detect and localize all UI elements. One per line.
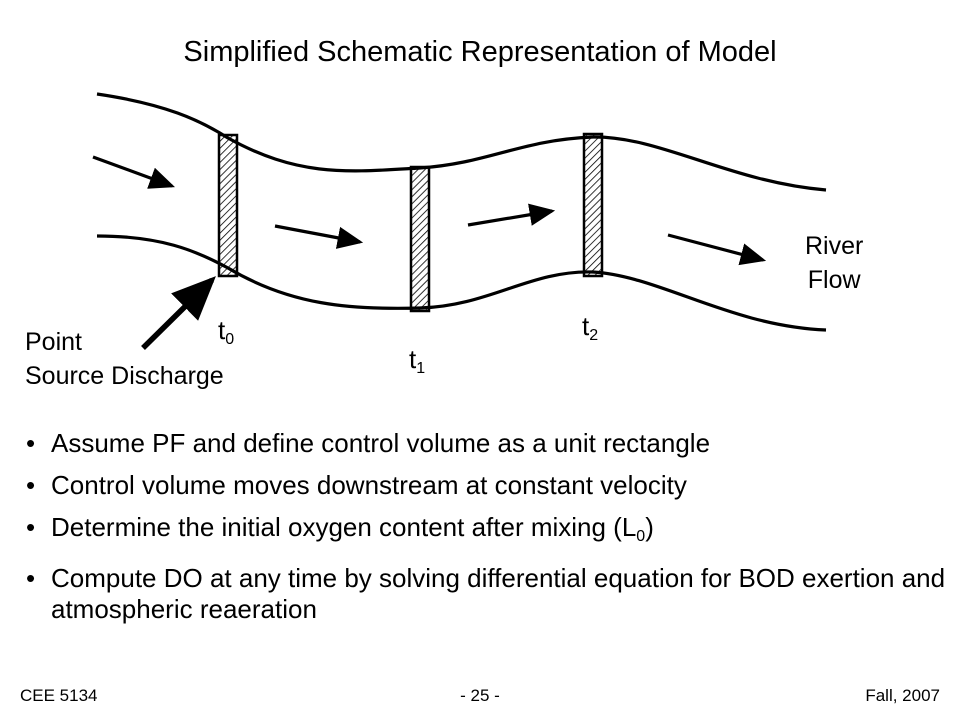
footer-course: CEE 5134 [20, 686, 98, 705]
bullet-item: Control volume moves downstream at const… [26, 470, 946, 501]
time-marker-t0-sub: 0 [225, 331, 235, 348]
river-flow-label: River Flow [805, 229, 863, 297]
footer-page-number: - 25 - [460, 686, 500, 705]
river-flow-label-line2: Flow [807, 266, 861, 294]
point-source-label-line1: Point [25, 328, 82, 356]
time-marker-t0-base: t [218, 315, 226, 345]
time-marker-t2-base: t [582, 311, 590, 341]
bullet-text: Assume PF and define control volume as a… [51, 428, 711, 458]
slide-title: Simplified Schematic Representation of M… [183, 36, 777, 68]
river-flow-label-line1: River [805, 232, 864, 260]
bullet-text: Compute DO at any time by solving differ… [51, 563, 946, 624]
river-schematic [92, 92, 827, 350]
flow-arrow-segment-2 [467, 203, 556, 227]
bullet-item: Compute DO at any time by solving differ… [26, 563, 946, 625]
flow-arrow-segment-1 [274, 224, 364, 249]
time-marker-t2: t2 [582, 311, 598, 345]
time-marker-t1-base: t [409, 344, 417, 374]
time-marker-t1: t1 [409, 344, 425, 378]
control-volume-t1 [409, 165, 431, 313]
bullet-item: Determine the initial oxygen content aft… [26, 512, 946, 552]
time-marker-t2-sub: 2 [589, 327, 599, 344]
bullet-subscript: 0 [636, 528, 646, 545]
discharge-arrow [141, 276, 216, 350]
bullet-text-end: ) [645, 512, 654, 542]
time-marker-t0: t0 [218, 315, 234, 349]
bullet-list: Assume PF and define control volume as a… [26, 428, 946, 636]
river-upper-bank [96, 92, 827, 192]
point-source-label: Point Source Discharge [25, 325, 224, 393]
bullet-item: Assume PF and define control volume as a… [26, 428, 946, 459]
control-volume-t2 [582, 132, 604, 278]
time-marker-t1-sub: 1 [416, 360, 426, 377]
footer-term: Fall, 2007 [865, 686, 940, 705]
point-source-label-line2: Source Discharge [25, 362, 224, 390]
flow-arrow-inlet [92, 155, 176, 189]
flow-arrow-outlet [667, 233, 767, 266]
control-volume-t0 [217, 133, 239, 278]
bullet-text: Determine the initial oxygen content aft… [51, 512, 637, 542]
bullet-text: Control volume moves downstream at const… [51, 470, 687, 500]
